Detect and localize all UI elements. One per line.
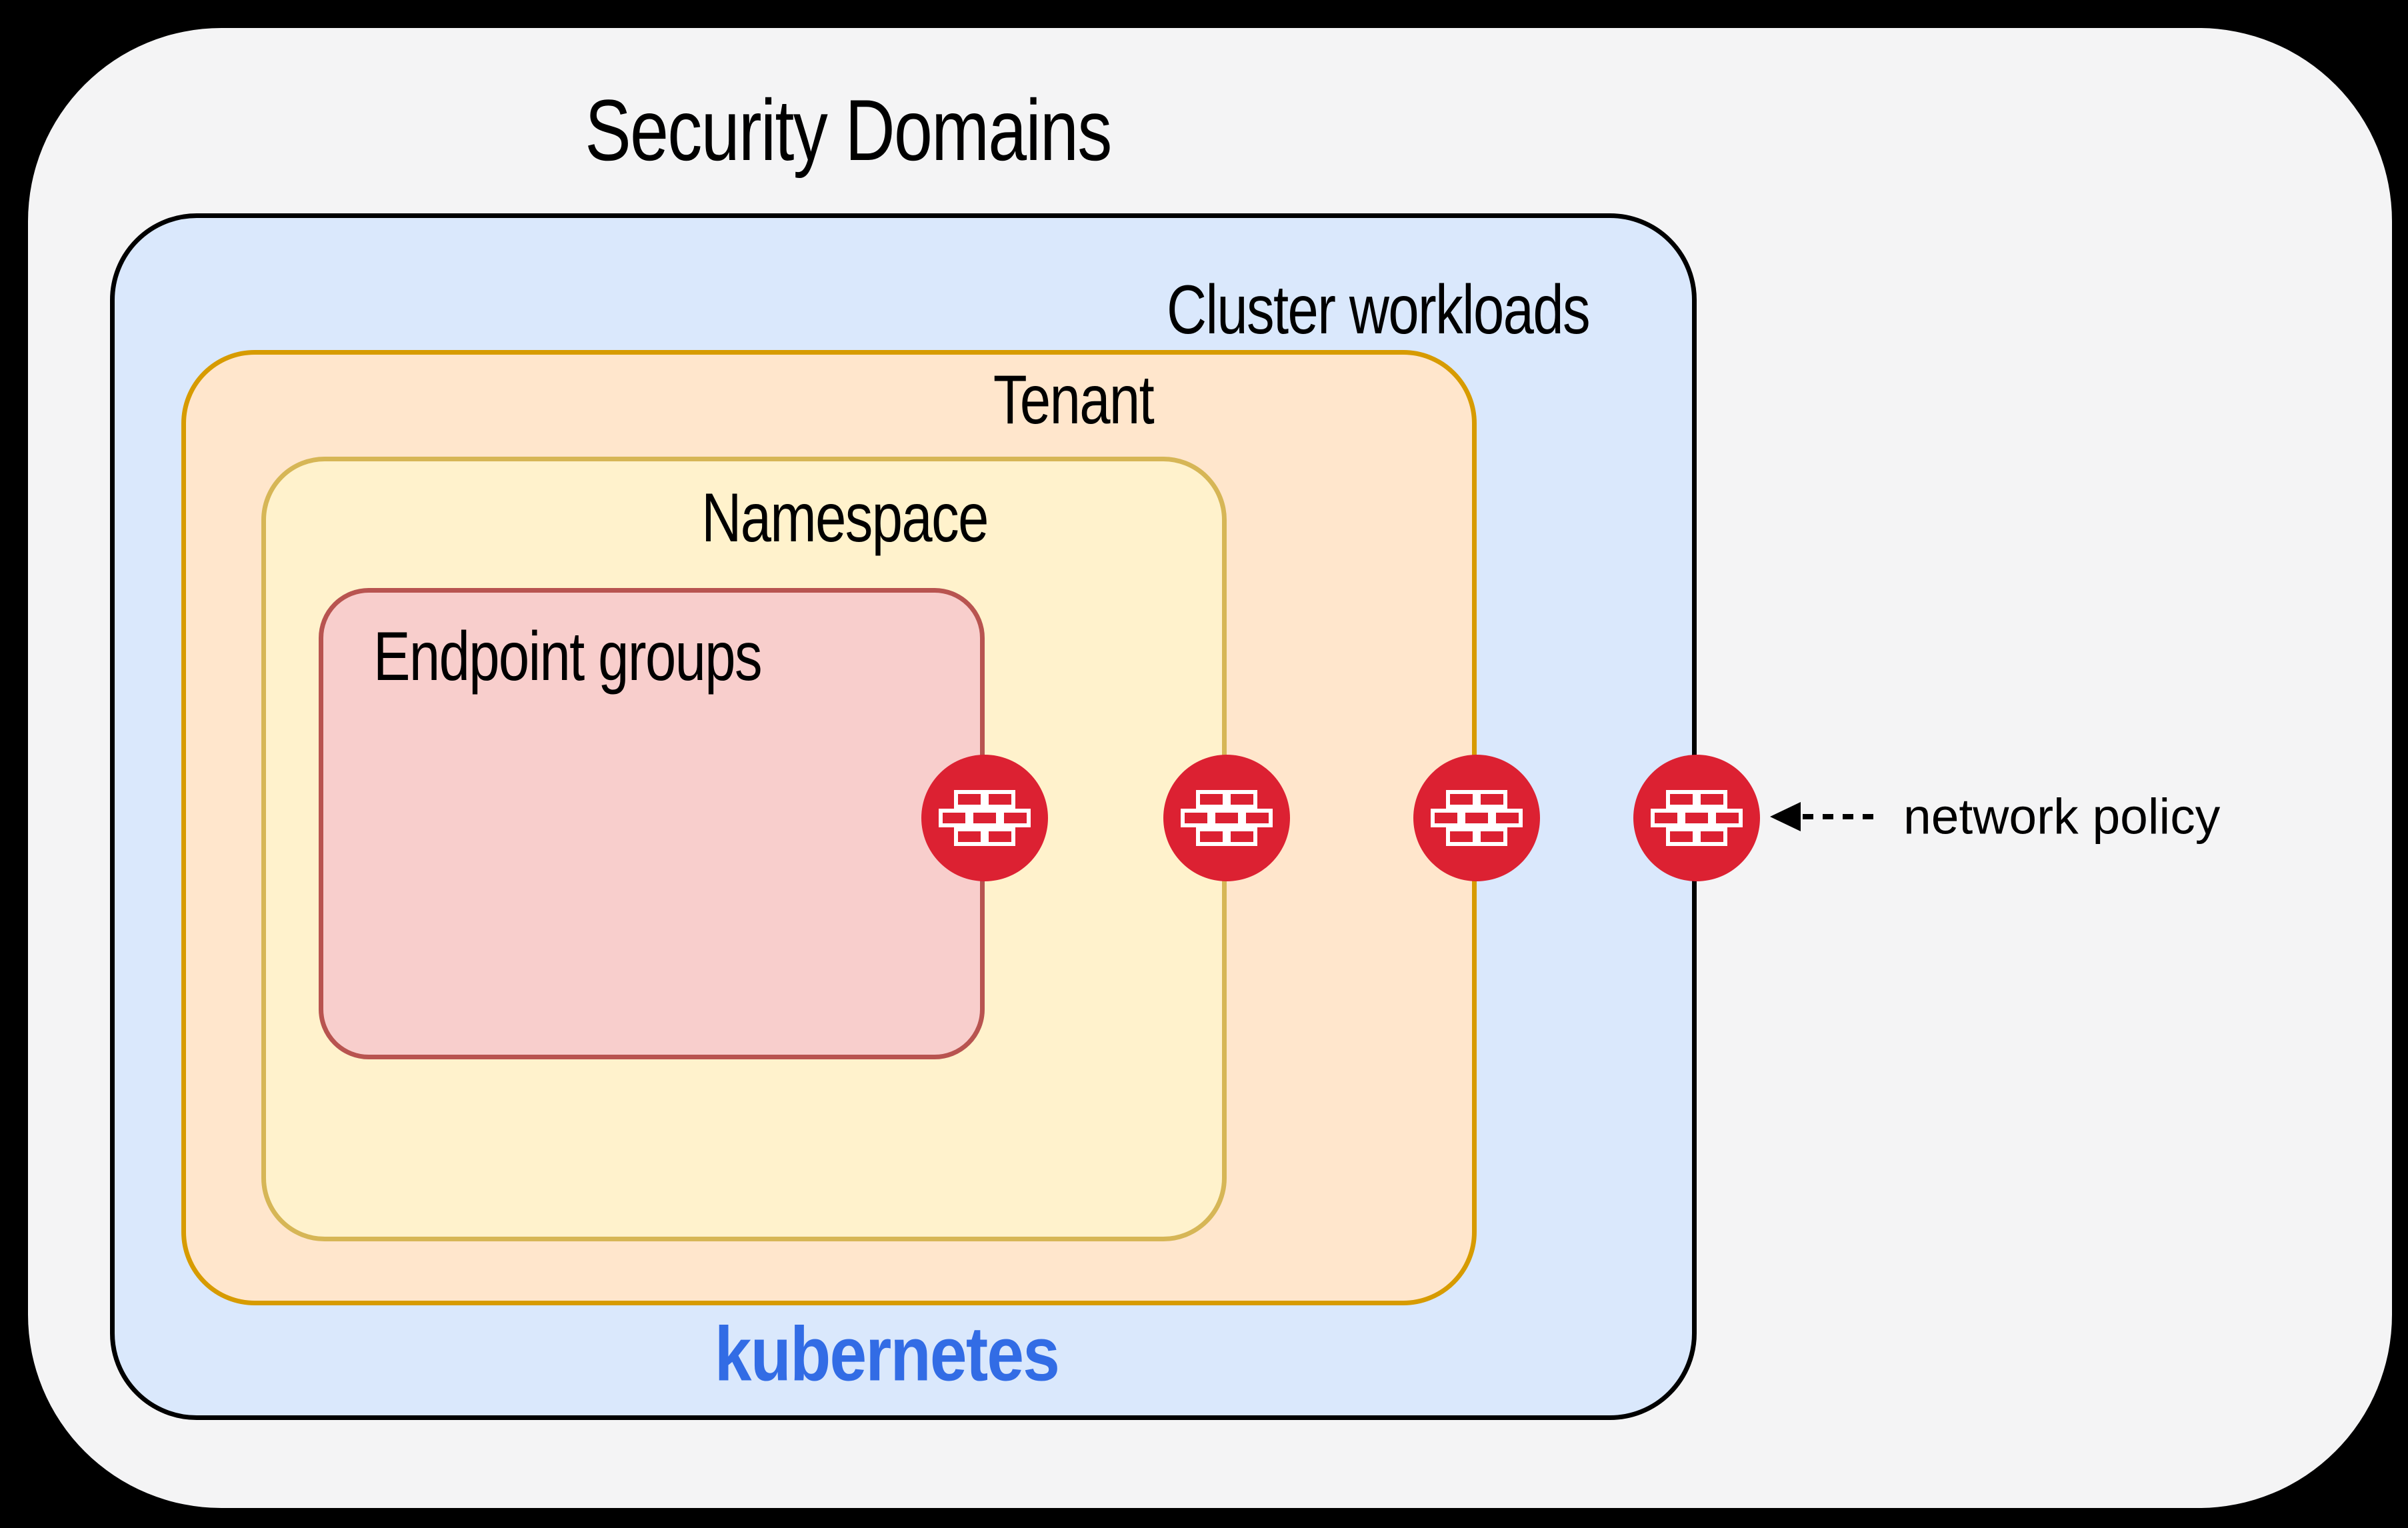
cluster-workloads-label: Cluster workloads xyxy=(1166,271,1591,349)
firewall-icon-endpoint-groups xyxy=(921,755,1048,881)
page-title: Security Domains xyxy=(585,81,1112,179)
firewall-icon-cluster-workloads xyxy=(1633,755,1760,881)
network-policy-dashed-line xyxy=(1803,814,1879,819)
tenant-label: Tenant xyxy=(993,361,1155,439)
kubernetes-label: kubernetes xyxy=(714,1311,1060,1397)
firewall-icon-tenant xyxy=(1413,755,1540,881)
endpoint-groups-box xyxy=(319,588,985,1059)
endpoint-groups-label: Endpoint groups xyxy=(373,618,763,695)
network-policy-arrowhead-icon xyxy=(1770,802,1801,831)
firewall-icon-namespace xyxy=(1163,755,1290,881)
namespace-label: Namespace xyxy=(701,479,989,557)
network-policy-label: network policy xyxy=(1903,788,2221,845)
